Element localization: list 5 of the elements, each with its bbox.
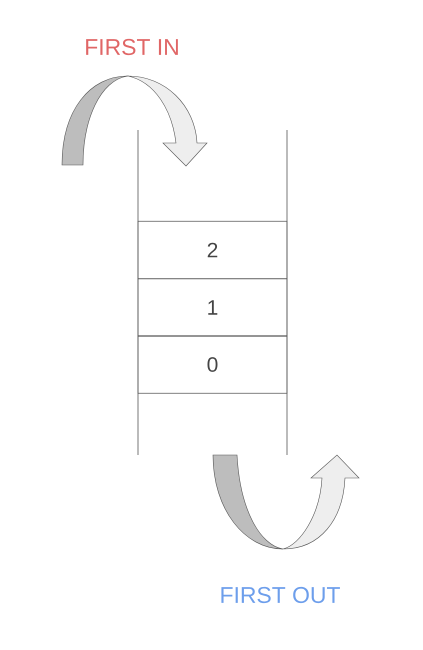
stack-cell: 2 [138,220,288,280]
label-text: FIRST OUT [221,586,340,604]
stack-cell: 1 [138,278,288,337]
stack-cell: 0 [138,335,288,394]
label-text: FIRST IN [86,38,178,56]
